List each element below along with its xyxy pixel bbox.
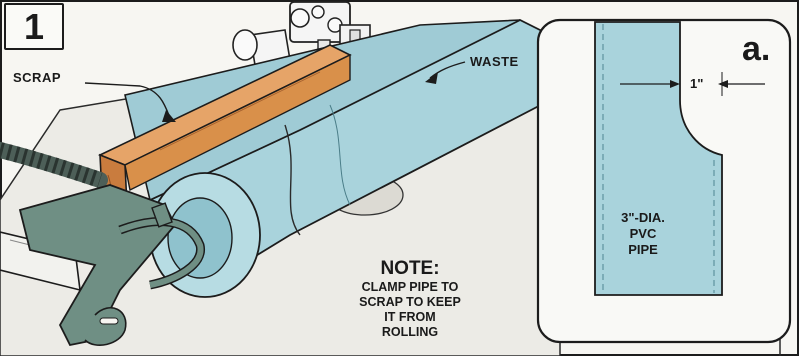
waste-leader xyxy=(429,61,466,79)
detail-panel xyxy=(536,18,792,344)
scrap-arrowhead xyxy=(162,110,176,122)
pvc-pipe xyxy=(124,18,561,298)
scrap-label: SCRAP xyxy=(13,70,62,85)
detail-letter: a. xyxy=(742,30,771,68)
waste-label: WASTE xyxy=(470,54,519,69)
pipe-spec-label: 3"-DIA. PVC PIPE xyxy=(621,210,665,257)
note-title: NOTE: xyxy=(380,258,440,279)
waste-arrowhead xyxy=(425,72,438,84)
note-body: CLAMP PIPE TO SCRAP TO KEEP IT FROM ROLL… xyxy=(359,280,461,339)
clamp-body xyxy=(18,184,205,347)
dimension-label: 1" xyxy=(690,76,704,91)
step-number: 1 xyxy=(23,5,45,47)
step-number-badge: 1 xyxy=(4,3,64,50)
